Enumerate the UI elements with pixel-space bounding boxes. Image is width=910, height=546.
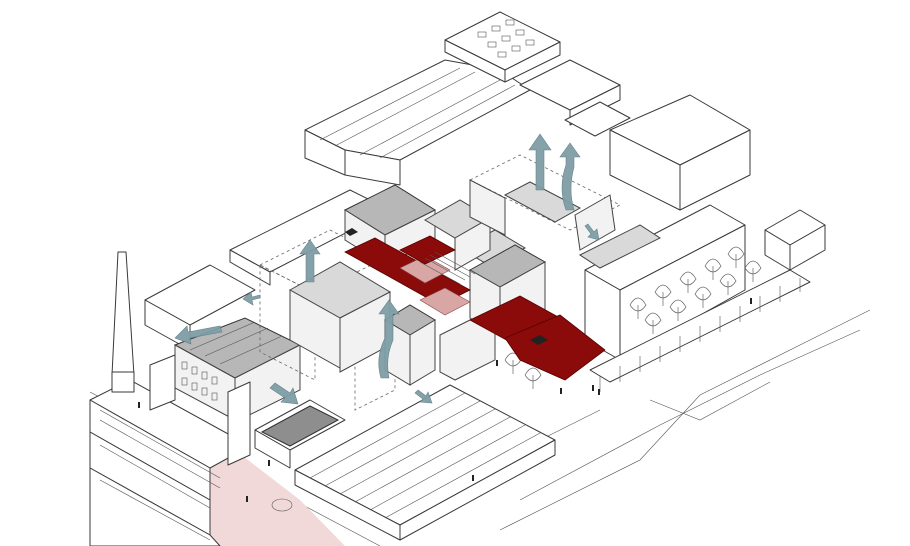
back-right-building (469, 154, 662, 269)
arrow-up-icon (559, 142, 581, 211)
arrow-down-right-icon (414, 389, 433, 404)
arrow-up-icon (378, 299, 400, 379)
trees (504, 246, 762, 389)
dark-objects (345, 228, 548, 345)
arrow-down-right-icon (269, 382, 299, 405)
people (138, 298, 752, 502)
left-sheds (89, 379, 251, 546)
stair (419, 251, 476, 285)
chimney (111, 251, 135, 393)
back-sheds (304, 11, 751, 211)
car (271, 498, 293, 512)
arrow-down-right-icon (584, 223, 600, 241)
arrow-up-icon (299, 239, 321, 283)
red-plazas (344, 235, 606, 381)
bottom-sheds (254, 384, 556, 541)
airflow-arrows (174, 133, 600, 405)
pergola (589, 269, 811, 392)
arrow-up-icon (528, 133, 552, 191)
arrow-left-icon (242, 291, 261, 306)
left-main-building (149, 317, 302, 466)
arrow-left-icon (174, 325, 223, 345)
